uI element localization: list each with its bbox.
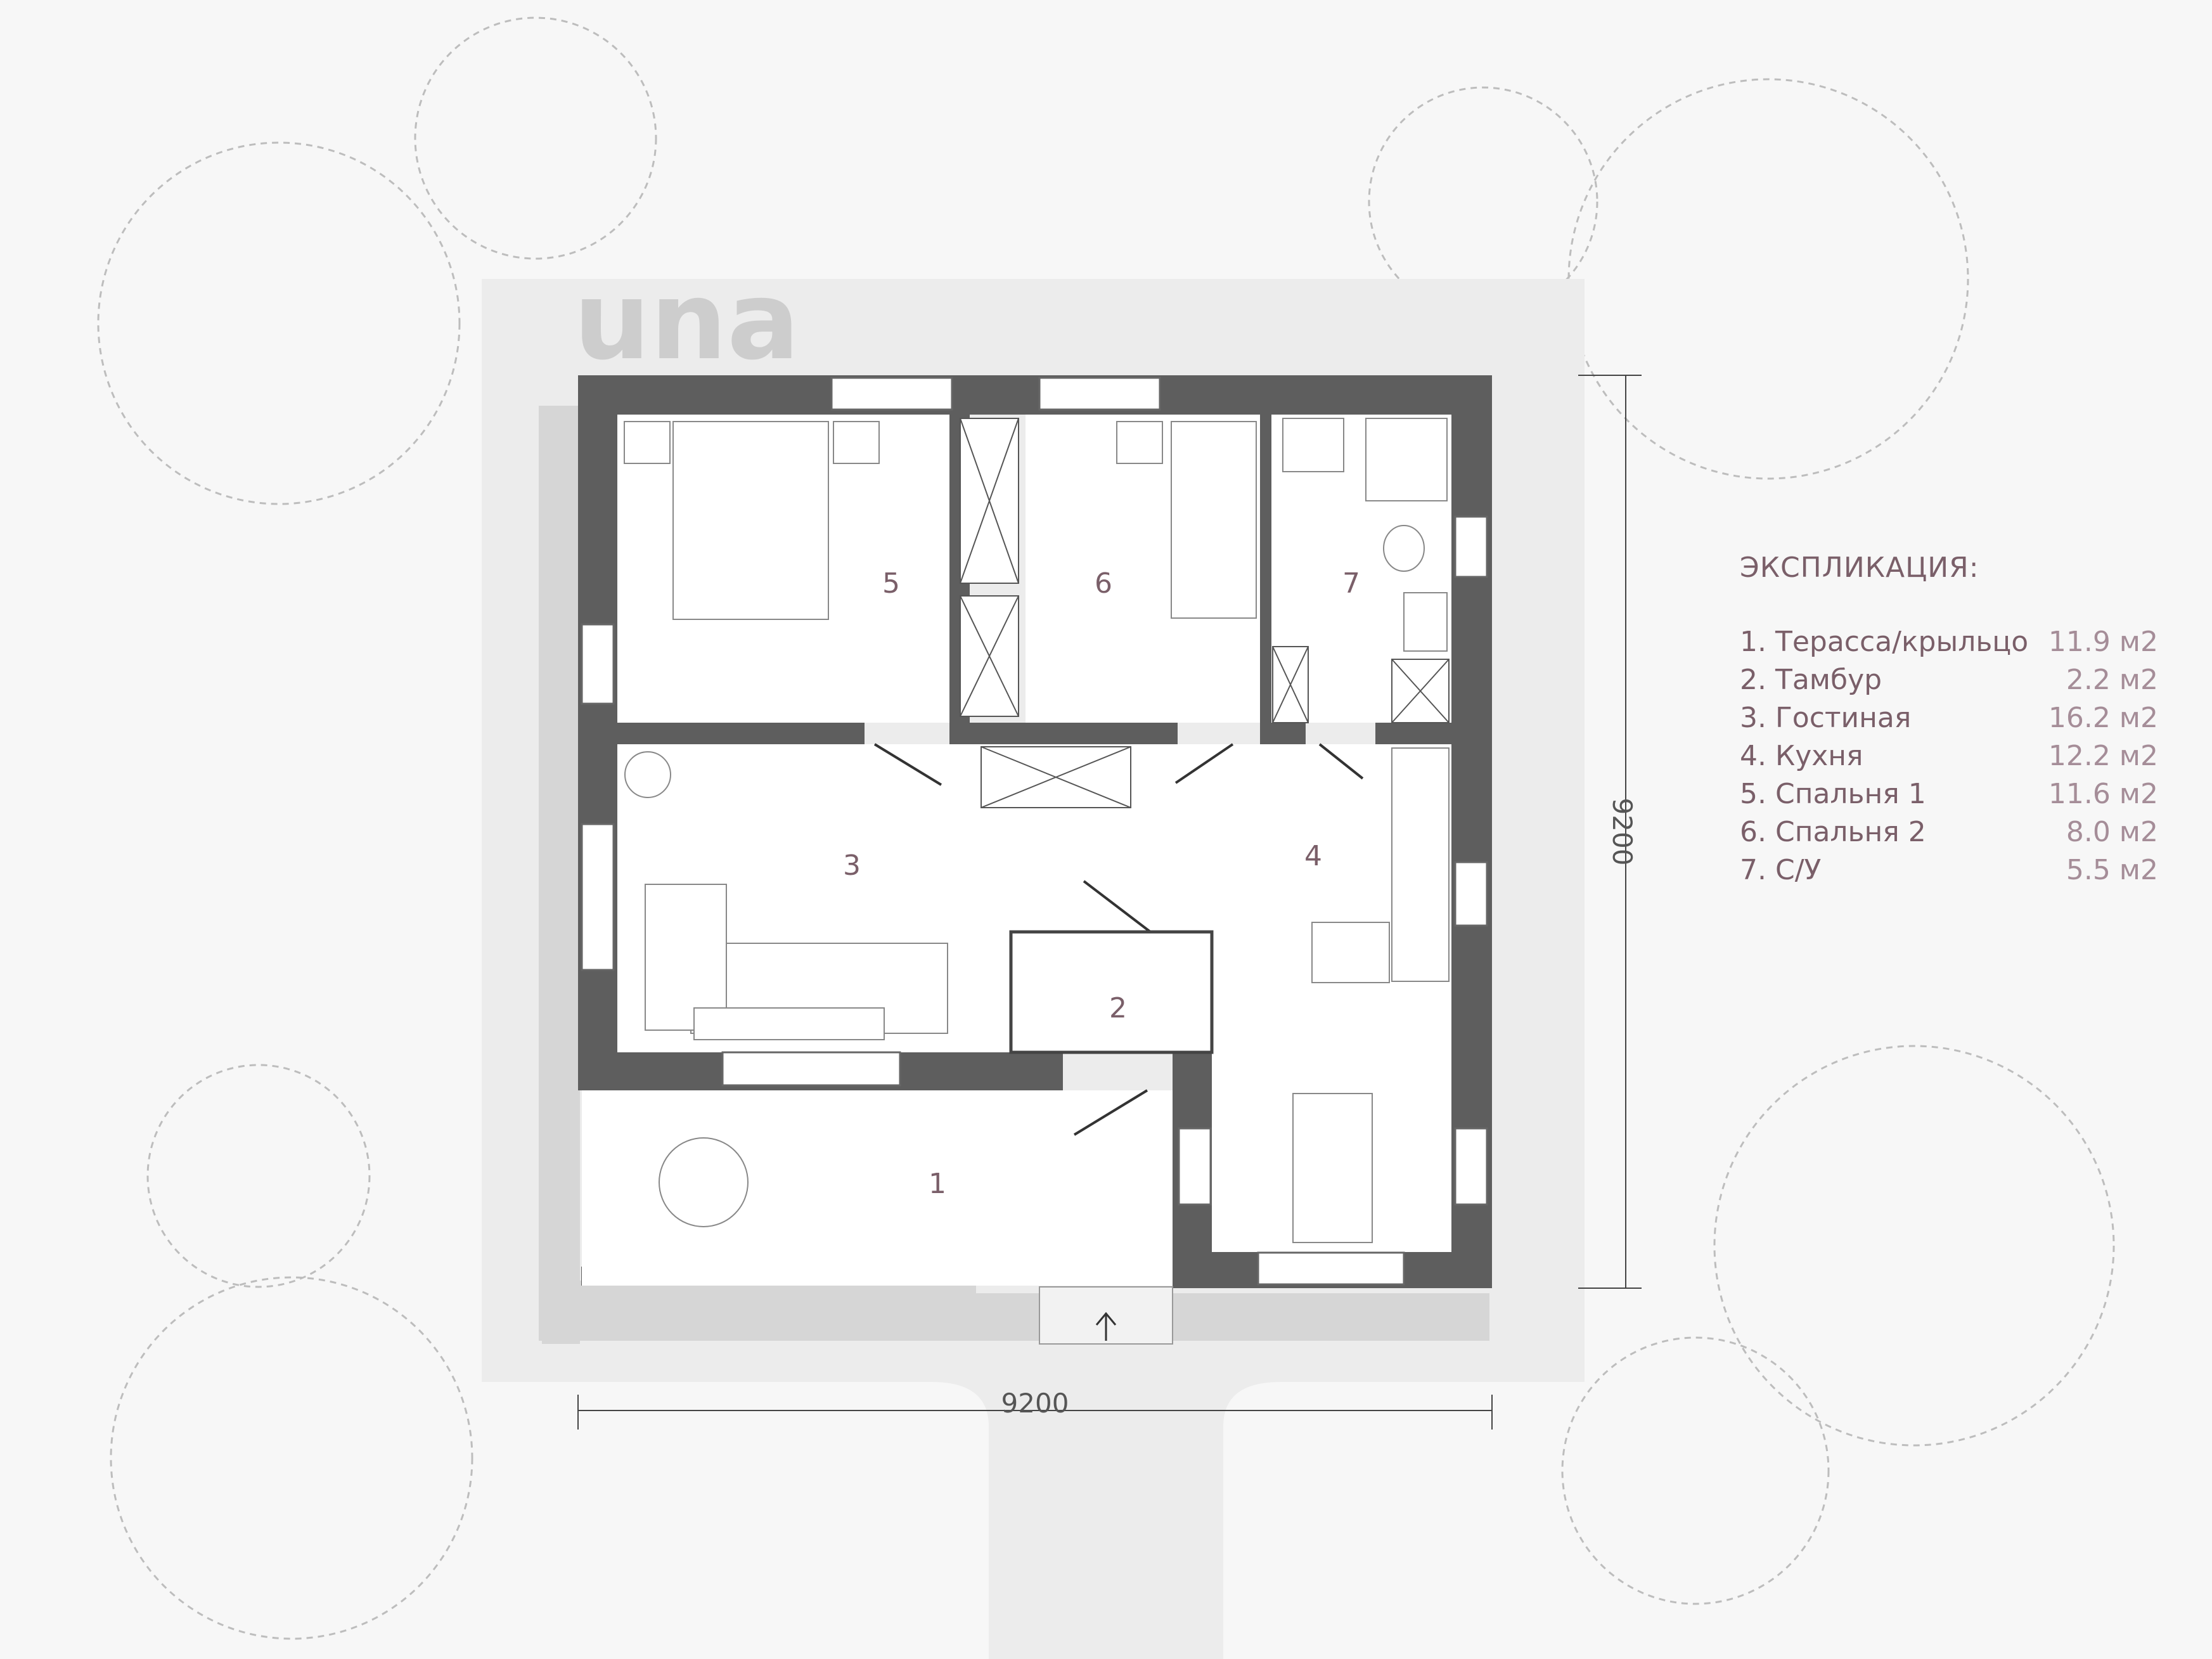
tree-circle [1567,78,1969,480]
bedside-table [833,421,880,464]
window [581,623,615,705]
legend-label: 4. Кухня [1740,740,1863,772]
legend-label: 5. Спальня 1 [1740,778,1926,810]
cabinet [1282,418,1344,472]
kitchen-counter [1391,747,1450,982]
sofa-chaise [645,884,727,1031]
legend-area: 2.2 м2 [2066,664,2158,696]
room-number: 2 [1109,992,1127,1024]
legend-row: 2. Тамбур 2.2 м2 [1740,661,2158,699]
height-dimension: 9200 [1607,798,1638,866]
legend-row: 6. Спальня 2 8.0 м2 [1740,813,2158,851]
vestibule [1009,930,1214,1054]
round-table [659,1137,749,1227]
house-shadow-bottom [555,1293,1489,1341]
wall-left-upper [578,375,617,1089]
sink [1403,592,1448,652]
window [721,1051,901,1087]
door [873,743,942,786]
window [1454,1127,1488,1206]
door [1318,743,1364,780]
shower [1365,418,1448,501]
dimension-lines [577,375,1642,1430]
window [1454,515,1488,578]
window [1178,1127,1212,1206]
legend-row: 4. Кухня 12.2 м2 [1740,737,2158,775]
windows [581,377,1488,1286]
window [1454,861,1488,927]
legend-area: 12.2 м2 [2048,740,2158,772]
legend-row: 1. Терасса/крыльцо 11.9 м2 [1740,623,2158,661]
window [1038,377,1161,411]
legend-label: 3. Гостиная [1740,702,1912,734]
room-number: 6 [1095,567,1112,600]
tree-circle [1713,1045,2115,1447]
legend-area: 5.5 м2 [2066,854,2158,886]
legend-area: 11.9 м2 [2048,626,2158,658]
room-number: 4 [1304,840,1322,872]
tree-circle [110,1276,473,1640]
tree-circle [1561,1336,1830,1605]
window [830,377,953,411]
entry-arrow-icon [1095,1312,1117,1341]
explication-legend: ЭКСПЛИКАЦИЯ: 1. Терасса/крыльцо 11.9 м2 2… [1740,552,2158,889]
legend-row: 7. С/У 5.5 м2 [1740,851,2158,889]
single-bed [1171,421,1257,619]
double-bed [672,421,829,620]
wall-bedroom1-bottom [617,723,865,744]
room-number: 7 [1342,567,1360,600]
legend-row: 3. Гостиная 16.2 м2 [1740,699,2158,737]
room-number: 1 [929,1168,946,1200]
legend-label: 1. Терасса/крыльцо [1740,626,2029,658]
floor-lamp [624,751,671,798]
window [1257,1251,1405,1286]
house-shadow-left [542,412,580,1344]
wall-middle-bottom [949,723,1178,744]
tree-circle [97,141,461,505]
logo: una [574,259,800,384]
sofa-cushion [693,1007,885,1040]
bedside-table [624,421,671,464]
furniture [624,418,1450,1243]
tree-circle [414,16,657,260]
room-number: 5 [882,567,900,600]
legend-title: ЭКСПЛИКАЦИЯ: [1740,552,1979,584]
wall-bath-bottom-right [1375,723,1451,744]
door [1174,743,1234,784]
wall-top [578,375,1492,415]
toilet [1383,525,1425,572]
door [1073,1089,1148,1136]
room-number: 3 [843,849,861,882]
window [581,823,615,971]
legend-label: 6. Спальня 2 [1740,816,1926,848]
legend-label: 7. С/У [1740,854,1822,886]
legend-area: 11.6 м2 [2048,778,2158,810]
legend-row: 5. Спальня 1 11.6 м2 [1740,775,2158,813]
wall-bath-left [1260,415,1271,723]
legend-area: 8.0 м2 [2066,816,2158,848]
tree-circle [146,1064,371,1288]
wall-bath-bottom-left [1260,723,1306,744]
tree-circles [97,16,2115,1640]
dining-table [1292,1093,1373,1243]
kitchen-island [1311,922,1390,983]
width-dimension: 9200 [1001,1388,1069,1419]
entry-path [932,1382,1280,1659]
tree-circle [1368,86,1598,317]
legend-area: 16.2 м2 [2048,702,2158,734]
wardrobes [960,418,1450,808]
bedside-table [1116,421,1163,464]
door [1083,880,1152,933]
legend-label: 2. Тамбур [1740,664,1882,696]
doors [873,743,1364,1136]
